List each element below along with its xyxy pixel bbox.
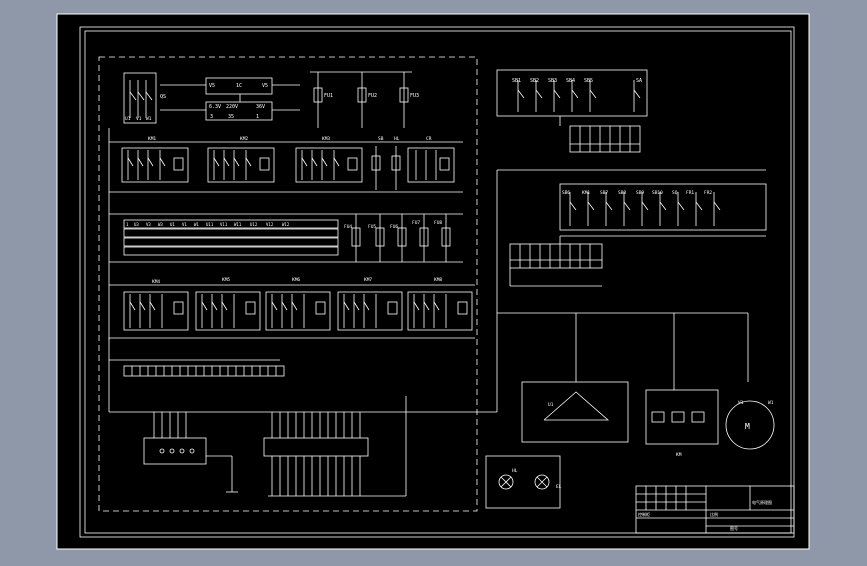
field-devices: M V1 W1 U1 KM HL EL	[485, 312, 775, 509]
terminal-block-1: 1 U3 V3 W3 U1 V1 W1 U11 V11 W11 U12 V12 …	[108, 192, 463, 263]
tb1-cell-3: W3	[158, 222, 163, 227]
tb-drawing-no: 图号	[730, 525, 738, 531]
volt-label-2: 220V	[226, 104, 238, 110]
km1-label: KM1	[148, 136, 156, 142]
contactor-row-1: KM1 KM2 KM3 SB HL CR	[108, 128, 463, 193]
sb4-label: SB4	[566, 78, 575, 84]
km2-label: KM2	[240, 136, 248, 142]
motor-v1: V1	[738, 400, 744, 406]
motor-icon	[725, 400, 775, 450]
top-fuses: FU1 FU2 FU3	[310, 71, 419, 128]
tb-cabinet: 控制柜	[638, 511, 650, 517]
sb6-label: SB6	[562, 190, 570, 196]
tb1-cell-7: U11	[206, 222, 214, 227]
km7-label: KM7	[364, 277, 372, 283]
tc-label-2: 1C	[236, 83, 242, 89]
tb1-cell-12: W12	[282, 222, 290, 227]
sb-label: SB	[378, 136, 384, 142]
fu1-label: FU1	[324, 93, 333, 99]
tb1-cell-0: 1	[126, 222, 129, 227]
fu5-label: FU5	[368, 224, 376, 230]
fr2-label: FR2	[704, 190, 712, 196]
sb3-label: SB3	[548, 78, 557, 84]
motor-w1: W1	[768, 400, 774, 406]
tb1-cell-8: V11	[220, 222, 228, 227]
fu3-label: FU3	[410, 93, 419, 99]
qs-label: QS	[160, 94, 166, 100]
sb5-label: SB5	[584, 78, 593, 84]
pushbutton-panel: SB1 SB2 SB3 SB4 SB5 SA	[496, 69, 648, 153]
sb7-label: SB7	[600, 190, 608, 196]
title-block: 电气原理图 控制柜 比例 图号	[635, 485, 795, 534]
fr1-label: FR1	[686, 190, 694, 196]
volt-label-3: 36V	[256, 104, 265, 110]
sb2-label: SB2	[530, 78, 539, 84]
km6-label: KM6	[292, 277, 300, 283]
drawing-sheet	[56, 13, 810, 550]
terminal-block-2	[108, 169, 766, 413]
sb8-label: SB8	[618, 190, 626, 196]
sb10-label: SB10	[652, 190, 663, 196]
power-supply-block: QS V5 1C V5 6.3V 220V 36V 3 35 1 U1 V1 W…	[123, 72, 300, 124]
fu7-label: FU7	[412, 220, 420, 226]
term-v1: V1	[136, 116, 142, 122]
sb1-label: SB1	[512, 78, 521, 84]
tc-label-3: V5	[262, 83, 268, 89]
km5-label: KM5	[222, 277, 230, 283]
sq-label: SQ	[672, 190, 678, 196]
tb1-cell-1: U3	[134, 222, 139, 227]
inner-border	[79, 26, 795, 538]
term-3: 3	[210, 114, 213, 120]
motor-label: M	[745, 422, 750, 431]
contactor-row-2: KM4 KM5 KM6 KM7 KM8	[108, 262, 475, 340]
fu2-label: FU2	[368, 93, 377, 99]
tc-label-1: V5	[209, 83, 215, 89]
tb1-cell-11: V12	[266, 222, 274, 227]
hl-label: HL	[394, 136, 400, 142]
tb-scale: 比例	[710, 511, 718, 517]
bottom-connectors	[143, 396, 407, 497]
sa-label: SA	[636, 78, 642, 84]
sb9-label: SB9	[636, 190, 644, 196]
fu6-label: FU6	[390, 224, 398, 230]
cr-label: CR	[426, 136, 432, 142]
tb1-cell-6: W1	[194, 222, 199, 227]
inner-border-2	[84, 30, 792, 534]
term-35: 35	[228, 114, 234, 120]
el-lamp-label: EL	[556, 484, 562, 490]
km4-label: KM4	[152, 279, 160, 285]
term-u1: U1	[125, 116, 131, 122]
volt-label-1: 6.3V	[209, 104, 221, 110]
fu8-label: FU8	[434, 220, 442, 226]
tri-u1: U1	[548, 402, 554, 408]
tb-drawing-title: 电气原理图	[752, 499, 772, 505]
term-w1: W1	[146, 116, 152, 122]
tb1-cell-4: U1	[170, 222, 175, 227]
fu4-label: FU4	[344, 224, 352, 230]
tb1-cell-2: V3	[146, 222, 151, 227]
tb1-cell-9: W11	[234, 222, 242, 227]
km3-label: KM3	[322, 136, 330, 142]
term-1: 1	[256, 114, 259, 120]
lamp-el-icon	[534, 474, 550, 490]
cabinet-outline	[98, 56, 478, 512]
control-switch-panel: SB6 KM1 SB7 SB8 SB9 SB10 SQ FR1 FR2	[509, 183, 767, 287]
tb1-cell-5: V1	[182, 222, 187, 227]
km1b-label: KM1	[582, 190, 590, 196]
lamp-hl-icon	[498, 474, 514, 490]
tb1-cell-10: U12	[250, 222, 258, 227]
km-coil-label: KM	[676, 452, 682, 458]
km8-label: KM8	[434, 277, 442, 283]
hl-lamp-label: HL	[512, 468, 518, 474]
